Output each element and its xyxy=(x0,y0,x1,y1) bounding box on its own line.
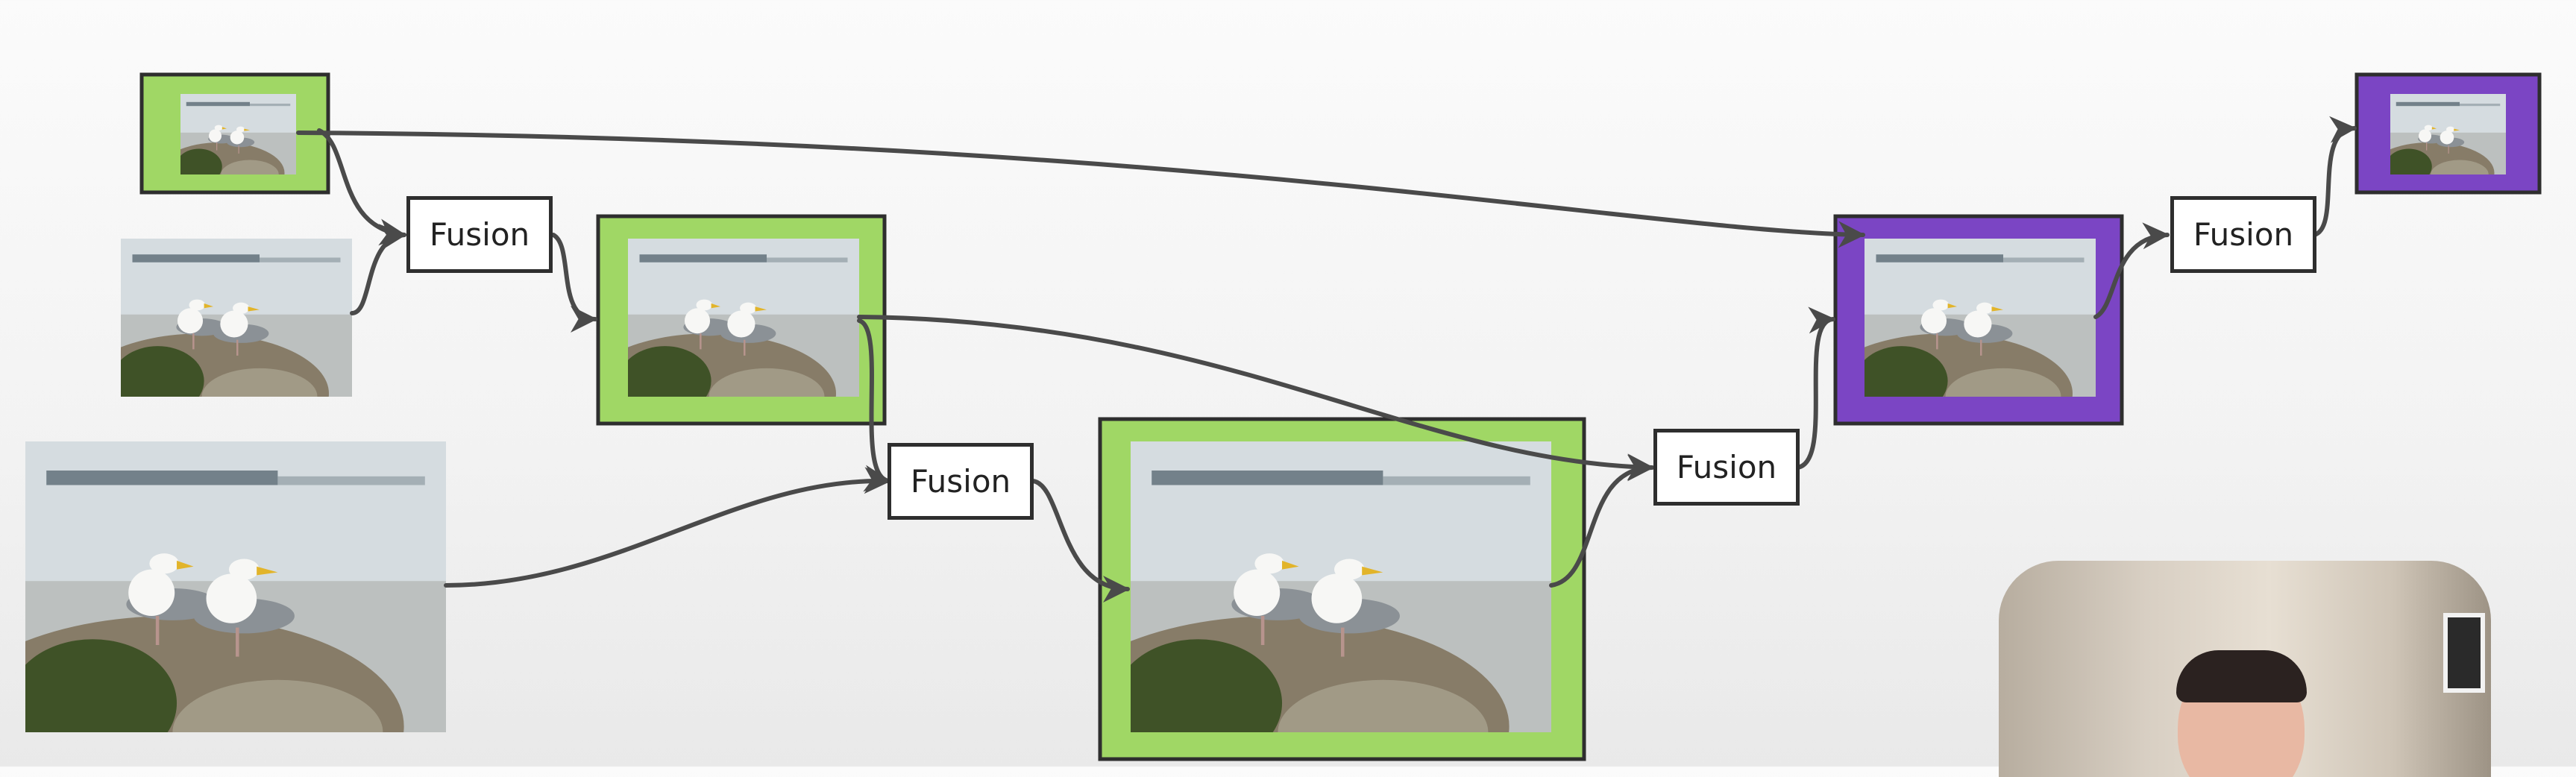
fusion-box-3: Fusion xyxy=(1653,429,1800,506)
arrow-fusion-2-to-level-3 xyxy=(1031,479,1130,603)
arrow-level-2-to-fusion-2 xyxy=(857,318,891,492)
arrow-level-3-to-fusion-3 xyxy=(1549,454,1654,588)
arrow-fusion-1-to-level-2 xyxy=(551,233,597,333)
arrow-level-2-to-fusion-3 xyxy=(857,315,1654,481)
arrow-medium-to-fusion-1 xyxy=(350,224,406,315)
webcam-background-shelf xyxy=(2443,613,2485,693)
input-image-large xyxy=(25,441,446,732)
arrow-fusion-3-to-output-medium xyxy=(1795,306,1835,470)
arrow-output-medium-to-fusion-4 xyxy=(2093,222,2170,319)
fused-image-level-3-photo xyxy=(1131,441,1551,732)
fusion-box-2: Fusion xyxy=(888,443,1034,520)
presenter-hair xyxy=(2176,650,2307,702)
input-image-medium xyxy=(121,239,352,397)
output-image-small-photo xyxy=(2390,94,2506,174)
input-image-small-photo xyxy=(180,94,296,174)
fusion-box-4: Fusion xyxy=(2170,196,2316,273)
fusion-box-1: Fusion xyxy=(406,196,553,273)
arrow-fusion-4-to-output-small xyxy=(2312,116,2357,237)
fused-image-level-2-photo xyxy=(628,239,859,397)
arrow-small-to-fusion-4 xyxy=(296,130,1865,248)
arrow-large-to-fusion-2 xyxy=(444,467,891,588)
arrow-small-to-fusion-1 xyxy=(317,128,406,246)
output-image-medium-photo xyxy=(1865,239,2096,397)
presenter-webcam-overlay xyxy=(1999,561,2491,777)
